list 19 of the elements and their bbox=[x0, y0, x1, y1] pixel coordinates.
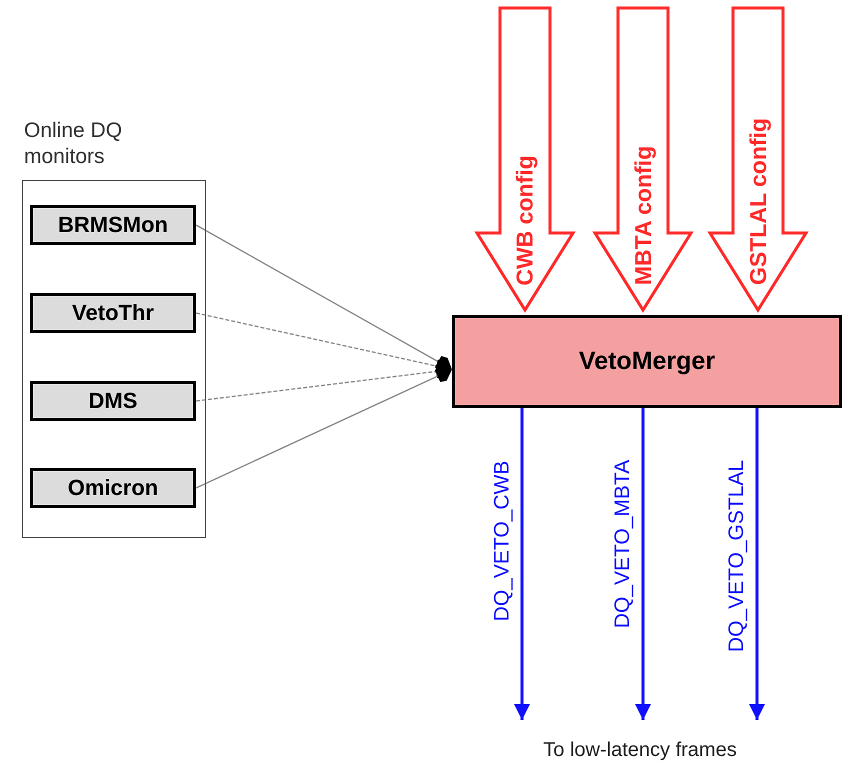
group-heading: Online DQ monitors bbox=[24, 118, 124, 170]
edge-label: GSTLAL config bbox=[744, 118, 772, 285]
arrow bbox=[749, 408, 765, 720]
arrow bbox=[514, 408, 530, 720]
arrow bbox=[635, 408, 651, 720]
block-arrow bbox=[707, 6, 809, 313]
edge-label: MBTA config bbox=[630, 146, 657, 286]
monitor-box: DMS bbox=[30, 381, 196, 421]
edge-label: DQ_VETO_GSTLAL bbox=[725, 460, 750, 652]
monitor-box: BRMSMon bbox=[30, 205, 196, 245]
block-arrow bbox=[474, 6, 576, 313]
output-text: To low-latency frames bbox=[490, 722, 790, 762]
edge-label: DQ_VETO_MBTA bbox=[611, 460, 636, 628]
process-box: VetoMerger bbox=[452, 315, 842, 408]
edge-label: CWB config bbox=[512, 154, 539, 286]
block-arrow bbox=[592, 6, 694, 313]
edge-label: DQ_VETO_CWB bbox=[490, 460, 514, 621]
monitor-box: Omicron bbox=[30, 468, 196, 508]
monitor-box: VetoThr bbox=[30, 293, 196, 333]
